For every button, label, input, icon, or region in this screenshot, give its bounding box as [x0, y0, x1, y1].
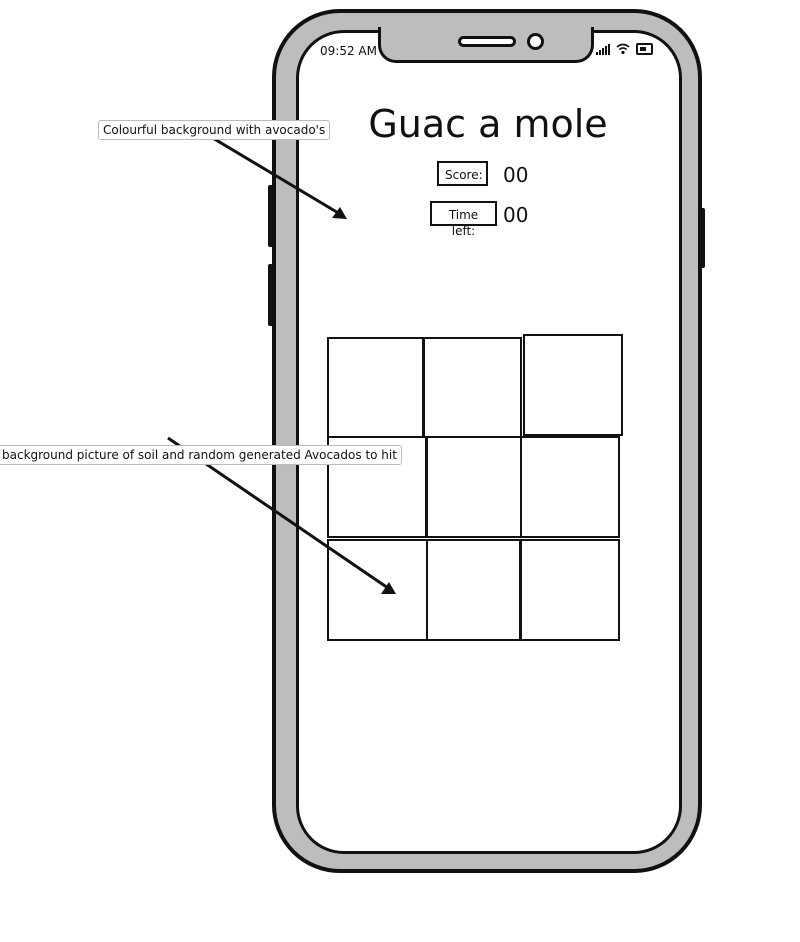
power-button	[700, 208, 705, 268]
signal-icon	[596, 43, 610, 55]
status-icons	[596, 43, 653, 55]
camera-icon	[527, 33, 544, 50]
wifi-icon	[616, 43, 630, 55]
mole-hole-9[interactable]	[520, 539, 620, 641]
mole-hole-5[interactable]	[426, 436, 522, 538]
volume-up-button	[268, 185, 273, 247]
status-time: 09:52 AM	[320, 44, 377, 58]
mole-hole-2[interactable]	[423, 337, 522, 438]
time-left-value: 00	[503, 203, 529, 227]
game-title: Guac a mole	[368, 102, 608, 146]
annotation-background-note: Colourful background with avocado's	[98, 120, 331, 140]
annotation-grid-note: background picture of soil and random ge…	[0, 445, 402, 465]
battery-icon	[636, 43, 653, 55]
volume-down-button	[268, 264, 273, 326]
score-value: 00	[503, 163, 529, 187]
score-label: Score:	[437, 161, 488, 186]
mole-hole-3[interactable]	[523, 334, 623, 436]
speaker-icon	[458, 36, 516, 47]
time-left-label: Time left:	[430, 201, 497, 238]
mole-hole-6[interactable]	[520, 436, 620, 538]
